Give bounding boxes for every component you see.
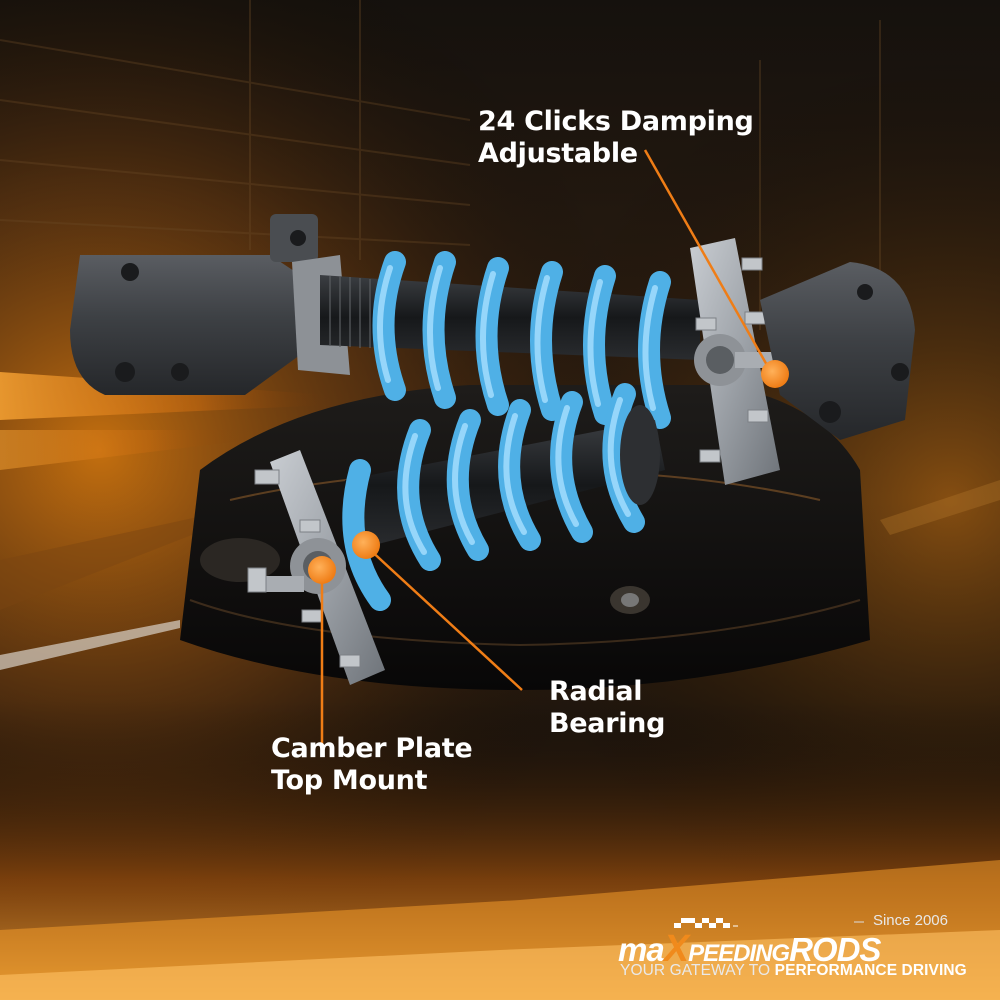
callout-damping-line2: Adjustable bbox=[478, 138, 638, 169]
callout-camber-line2: Top Mount bbox=[271, 765, 428, 796]
callout-damping-line1: 24 Clicks Damping bbox=[478, 106, 754, 137]
tagline-normal: YOUR GATEWAY TO bbox=[620, 962, 775, 979]
tagline-bold: PERFORMANCE DRIVING bbox=[774, 962, 967, 979]
callout-camber-line1: Camber Plate bbox=[271, 733, 473, 764]
brand-tagline: YOUR GATEWAY TO PERFORMANCE DRIVING bbox=[620, 962, 967, 980]
brand-logo: Since 2006 maXpeedingRODS YOUR GATEWAY T… bbox=[618, 912, 967, 986]
logo-wordmark: maXpeedingRODS bbox=[618, 928, 881, 971]
logo-suffix: RODS bbox=[789, 931, 881, 968]
coilover-strut-upper bbox=[70, 214, 915, 485]
logo-mid: peeding bbox=[688, 940, 790, 967]
callout-damping: 24 Clicks Damping Adjustable bbox=[478, 106, 754, 170]
checkered-flag-icon bbox=[674, 918, 738, 928]
logo-prefix: ma bbox=[618, 931, 665, 968]
callout-radial-line2: Bearing bbox=[549, 708, 666, 739]
callout-camber-plate: Camber Plate Top Mount bbox=[271, 733, 473, 797]
logo-x: X bbox=[663, 928, 689, 970]
callout-leaders bbox=[308, 149, 789, 745]
callout-radial-bearing: Radial Bearing bbox=[549, 676, 665, 740]
callout-radial-line1: Radial bbox=[549, 676, 643, 707]
since-year: Since 2006 bbox=[872, 912, 948, 929]
since-rule bbox=[854, 921, 864, 923]
